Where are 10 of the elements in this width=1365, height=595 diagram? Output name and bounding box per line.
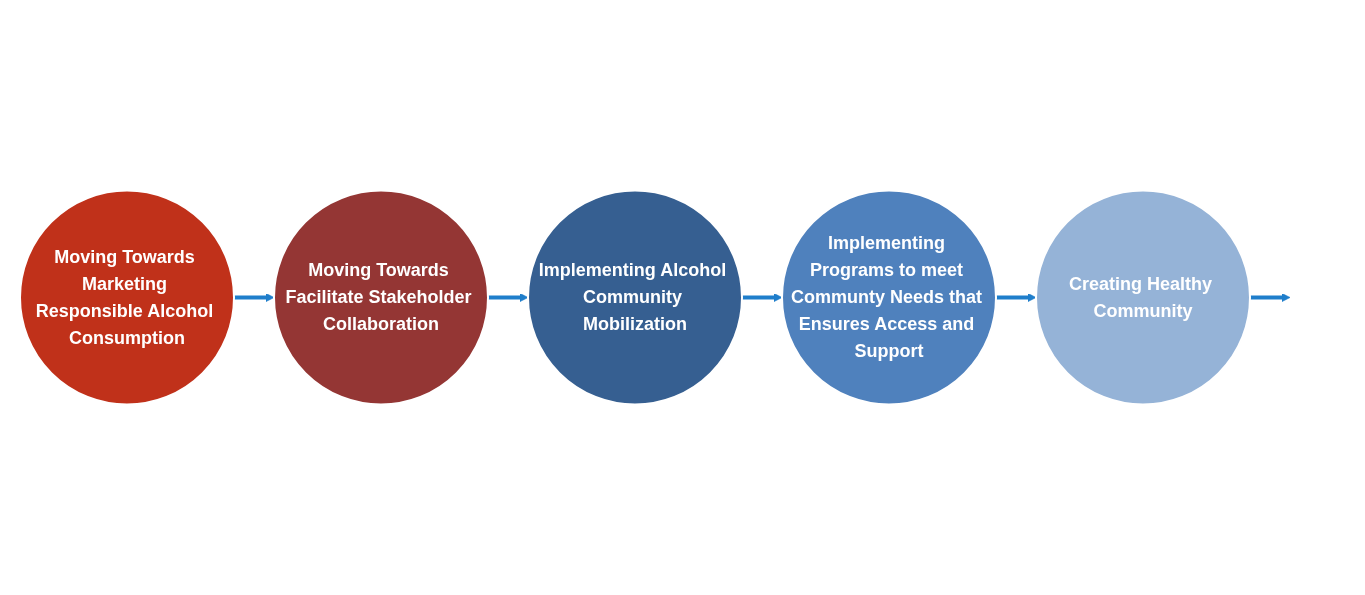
node-circle: Creating Healthy Community (1034, 189, 1251, 406)
arrow (995, 293, 1036, 302)
arrow (741, 293, 782, 302)
arrow (233, 293, 274, 302)
node-circle: Moving Towards Facilitate Stakeholder Collaboration (272, 189, 489, 406)
node-circle: Implementing Programs to meet Communty Needs that Ensures Access and Support (780, 189, 997, 406)
arrow (487, 293, 528, 302)
node-circle: Moving Towards Marketing Responsible Alcohol Consumption (18, 189, 235, 406)
node-circle: Implementing Alcohol Community Mobilization (526, 189, 743, 406)
arrow (1249, 293, 1290, 302)
